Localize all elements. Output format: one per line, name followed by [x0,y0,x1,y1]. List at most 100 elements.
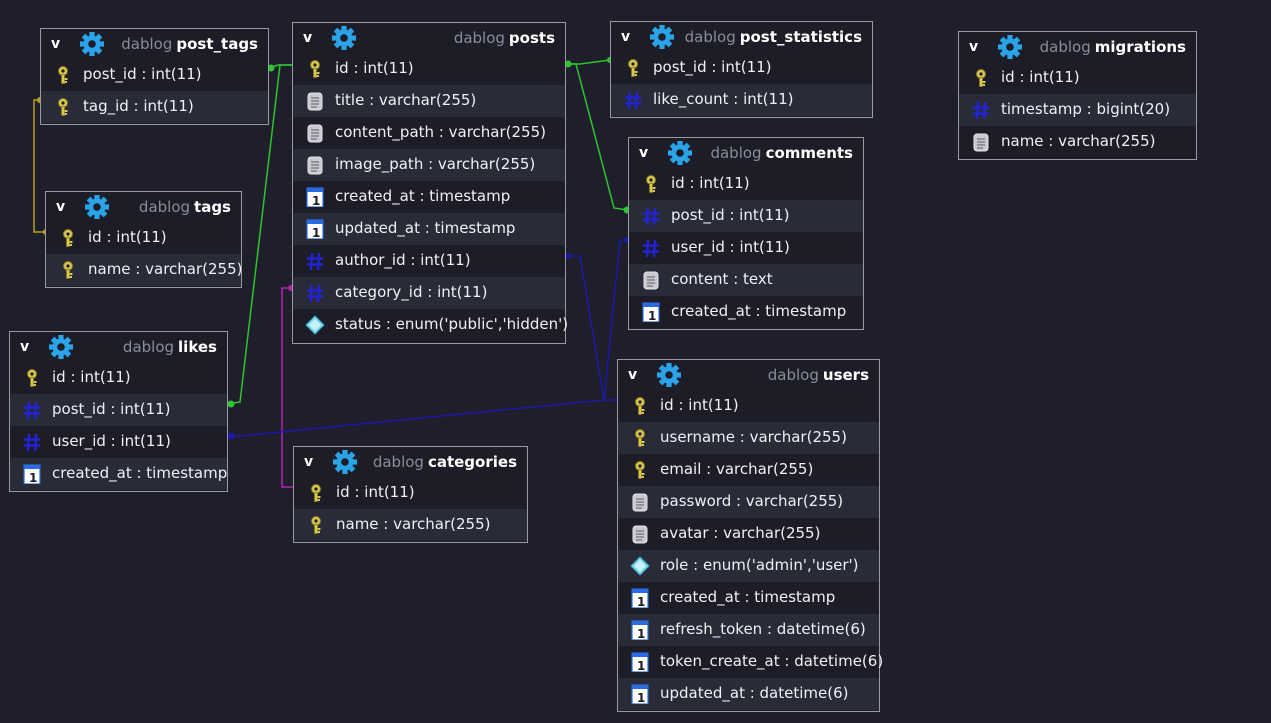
column-row[interactable]: content_path : varchar(255) [293,117,565,149]
column-row[interactable]: name : varchar(255) [959,126,1196,158]
text-icon [643,271,659,290]
gear-icon [49,335,73,359]
collapse-toggle[interactable]: v [304,454,314,470]
schema-name: dablog [372,453,424,471]
link-post-statistics-posts [566,59,611,65]
collapse-toggle[interactable]: v [56,199,66,215]
key-icon [628,59,638,77]
key-icon [63,229,73,247]
hash-icon [307,252,323,271]
gear-icon [657,363,681,387]
text-icon [307,156,323,175]
column-row[interactable]: user_id : int(11) [10,426,227,458]
column-row[interactable]: author_id : int(11) [293,245,565,277]
column-row[interactable]: id : int(11) [46,222,241,254]
column-row[interactable]: id : int(11) [294,477,527,509]
column-label: like_count : int(11) [653,90,794,108]
column-label: created_at : timestamp [660,588,836,606]
column-row[interactable]: tag_id : int(11) [41,91,268,123]
column-row[interactable]: post_id : int(11) [611,52,872,84]
column-label: created_at : timestamp [671,302,847,320]
column-row[interactable]: user_id : int(11) [629,232,863,264]
column-row[interactable]: id : int(11) [293,53,565,85]
collapse-toggle[interactable]: v [639,145,649,161]
svg-text:1: 1 [312,194,320,207]
schema-name: dablog [1039,38,1091,56]
collapse-toggle[interactable]: v [51,36,61,52]
column-row[interactable]: id : int(11) [629,168,863,200]
column-label: username : varchar(255) [660,428,847,446]
column-label: post_id : int(11) [52,400,171,418]
collapse-toggle[interactable]: v [969,39,979,55]
column-row[interactable]: content : text [629,264,863,296]
schema-name: dablog [767,366,819,384]
column-row[interactable]: like_count : int(11) [611,84,872,116]
enum-icon [630,556,650,576]
column-row[interactable]: status : enum('public','hidden') [293,309,568,341]
column-row[interactable]: name : varchar(255) [46,254,242,286]
column-row[interactable]: name : varchar(255) [294,509,527,541]
column-row[interactable]: id : int(11) [10,362,227,394]
column-row[interactable]: id : int(11) [959,62,1196,94]
collapse-toggle[interactable]: v [20,339,30,355]
key-icon [27,369,37,387]
table-name: post_tags [176,35,258,53]
column-row[interactable]: password : varchar(255) [618,486,879,518]
column-row[interactable]: email : varchar(255) [618,454,879,486]
column-row[interactable]: username : varchar(255) [618,422,879,454]
collapse-toggle[interactable]: v [621,29,631,45]
table-name: post_statistics [739,28,862,46]
collapse-toggle[interactable]: v [303,30,313,46]
column-row[interactable]: title : varchar(255) [293,85,565,117]
column-label: title : varchar(255) [335,91,477,109]
table-name: users [822,366,869,384]
column-label: image_path : varchar(255) [335,155,536,173]
column-row[interactable]: post_id : int(11) [41,59,268,91]
column-label: id : int(11) [52,368,131,386]
column-row[interactable]: role : enum('admin','user') [618,550,879,582]
column-row[interactable]: id : int(11) [618,390,879,422]
column-row[interactable]: post_id : int(11) [10,394,227,426]
column-row[interactable]: post_id : int(11) [629,200,863,232]
column-row[interactable]: avatar : varchar(255) [618,518,879,550]
link-posts-users [566,255,617,401]
svg-text:1: 1 [29,471,37,484]
gear-icon [668,141,692,165]
hash-icon [643,239,659,258]
text-icon [973,133,989,152]
svg-text:1: 1 [637,659,645,672]
column-row[interactable]: timestamp : bigint(20) [959,94,1196,126]
collapse-toggle[interactable]: v [628,367,638,383]
calendar-icon: 1 [306,187,324,207]
column-row[interactable]: image_path : varchar(255) [293,149,565,181]
column-row[interactable]: category_id : int(11) [293,277,565,309]
column-label: email : varchar(255) [660,460,814,478]
